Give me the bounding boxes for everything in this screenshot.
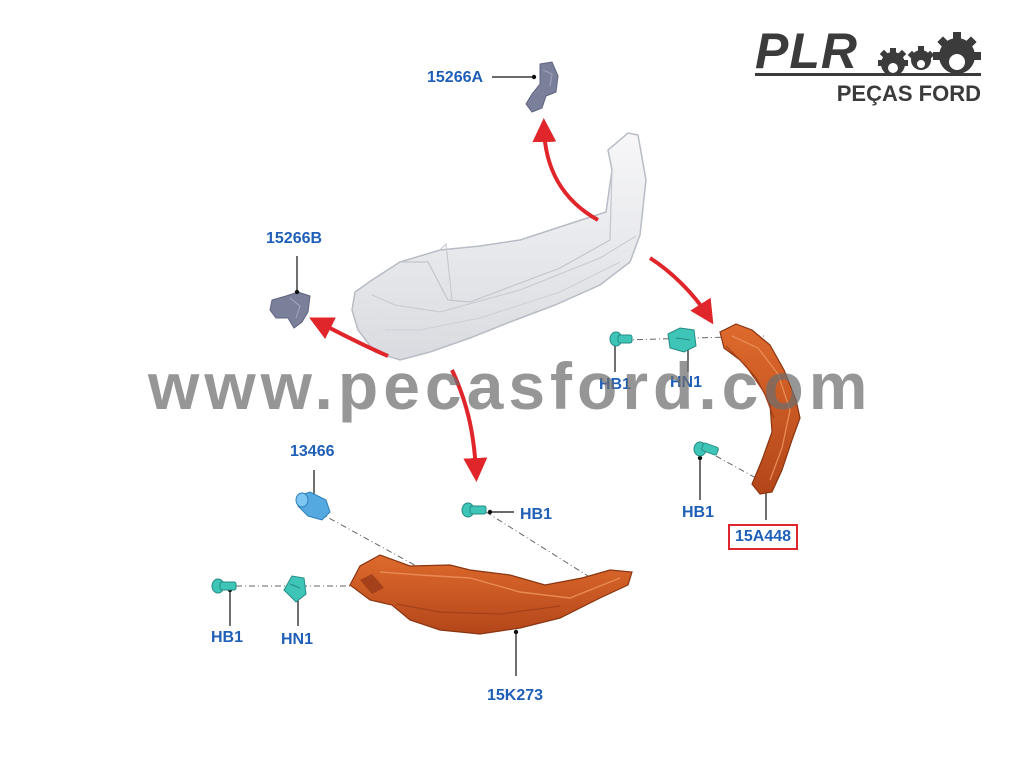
bracket-15266a xyxy=(525,61,559,113)
fastener-hb1-right-bottom xyxy=(693,441,719,457)
label-hb1-right-bottom: HB1 xyxy=(682,504,715,521)
arrow-to-15a448 xyxy=(648,256,714,325)
plr-logo: PLR PEÇAS FORD xyxy=(755,23,985,108)
logo-brand: PLR xyxy=(755,23,858,79)
logo-subtitle: PEÇAS FORD xyxy=(836,81,981,106)
label-15266a: 15266A xyxy=(427,69,484,86)
arrow-to-15266a xyxy=(532,118,599,222)
label-hn1-left: HN1 xyxy=(281,631,314,648)
label-13466: 13466 xyxy=(290,443,335,460)
logo-divider xyxy=(755,73,981,76)
label-15a448-highlighted: 15A448 xyxy=(728,524,799,550)
part-15k273 xyxy=(349,554,633,635)
fastener-13466 xyxy=(295,491,331,521)
fastener-hn1-left xyxy=(283,575,307,603)
part-15a448 xyxy=(719,323,801,495)
label-hb1-left: HB1 xyxy=(211,629,244,646)
label-hb1-right-top: HB1 xyxy=(599,376,632,393)
arrow-to-15266b xyxy=(309,317,389,358)
fastener-hb1-center xyxy=(461,502,487,518)
arrows xyxy=(309,118,714,482)
label-15266b: 15266B xyxy=(266,230,323,247)
gears-icon xyxy=(878,32,981,74)
label-hn1-right: HN1 xyxy=(670,374,703,391)
label-hb1-center: HB1 xyxy=(520,506,553,523)
bracket-15266b xyxy=(269,291,311,329)
fastener-hn1-right xyxy=(667,327,697,353)
bumper-cover xyxy=(351,132,647,361)
arrow-to-15k273 xyxy=(450,369,488,482)
label-15k273: 15K273 xyxy=(487,687,544,704)
fastener-hb1-right-top xyxy=(609,331,633,347)
fastener-hb1-left xyxy=(211,578,237,594)
watermark-text: www.pecasford.com xyxy=(148,349,873,423)
